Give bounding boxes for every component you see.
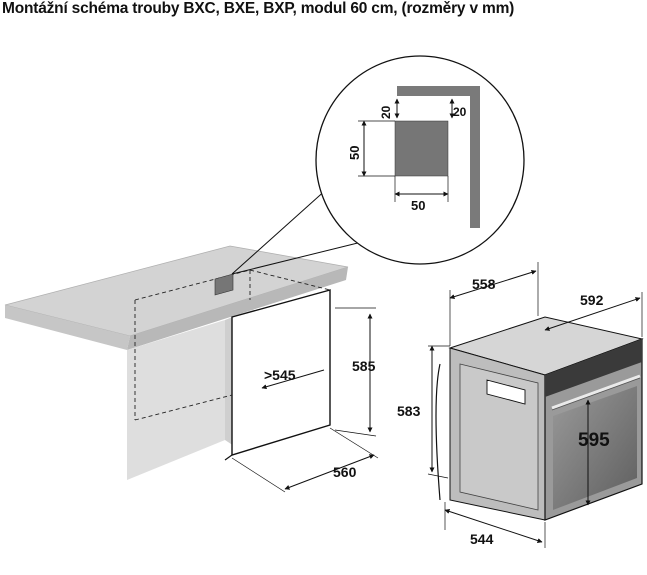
oven-door-glass — [553, 386, 637, 510]
cabinet-side-panel — [127, 320, 225, 480]
kitchen-cabinet: >545 585 560 — [4, 245, 379, 493]
vent-cutout — [214, 273, 234, 296]
oven-control-panel — [545, 339, 642, 397]
oven-width-label: 592 — [580, 292, 604, 308]
detail-height-label: 50 — [347, 146, 362, 160]
cabinet-height-label: 585 — [352, 358, 376, 374]
countertop-edge — [127, 267, 348, 350]
oven-bottom-depth-label: 544 — [470, 531, 494, 547]
oven-door-handle — [551, 374, 641, 410]
vent-detail-callout: 20 20 50 50 — [231, 55, 525, 275]
detail-top-right-label: 20 — [453, 105, 467, 119]
countertop-left-edge — [5, 305, 130, 350]
cabinet-depth-label: >545 — [264, 367, 296, 383]
detail-vent-square — [394, 120, 449, 177]
oven-front-height-label: 595 — [578, 430, 610, 451]
detail-corner — [397, 86, 480, 228]
oven-height-label: 583 — [397, 403, 421, 419]
cabinet-opening — [231, 289, 331, 456]
oven: 558 592 583 595 544 — [397, 262, 644, 548]
detail-top-left-label: 20 — [379, 105, 393, 119]
page-title: Montážní schéma trouby BXC, BXE, BXP, mo… — [2, 0, 515, 17]
detail-width-label: 50 — [411, 198, 425, 213]
oven-depth-label: 558 — [472, 276, 496, 292]
cabinet-width-label: 560 — [333, 464, 357, 480]
oven-side-handle — [486, 379, 526, 405]
